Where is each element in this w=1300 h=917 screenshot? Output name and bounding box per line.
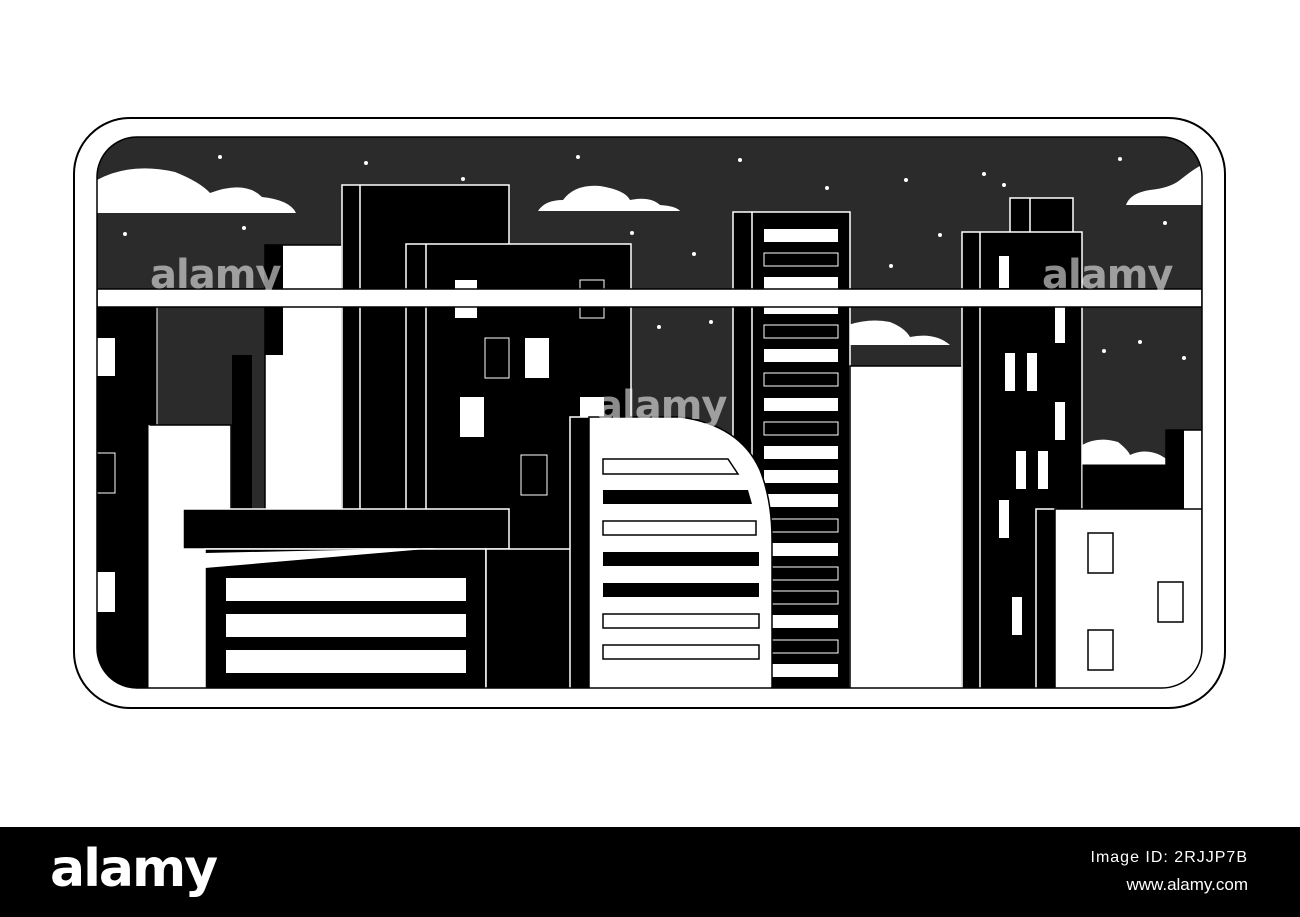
window-crossbar	[97, 288, 1202, 308]
building-curved	[569, 416, 773, 688]
image-id-label: Image ID: 2RJJP7B	[1090, 849, 1248, 866]
stars	[123, 155, 1186, 375]
site-url: www.alamy.com	[1126, 875, 1248, 894]
building-far-right	[1035, 429, 1202, 688]
window-inner-edge	[96, 136, 1203, 689]
footer-bar: alamy Image ID: 2RJJP7B www.alamy.com	[0, 827, 1300, 917]
building-white-block	[849, 365, 963, 688]
building-front-wide	[182, 508, 572, 688]
cityscape-illustration	[73, 117, 1226, 709]
brand-logo: alamy	[50, 839, 218, 899]
clouds	[97, 165, 1202, 464]
